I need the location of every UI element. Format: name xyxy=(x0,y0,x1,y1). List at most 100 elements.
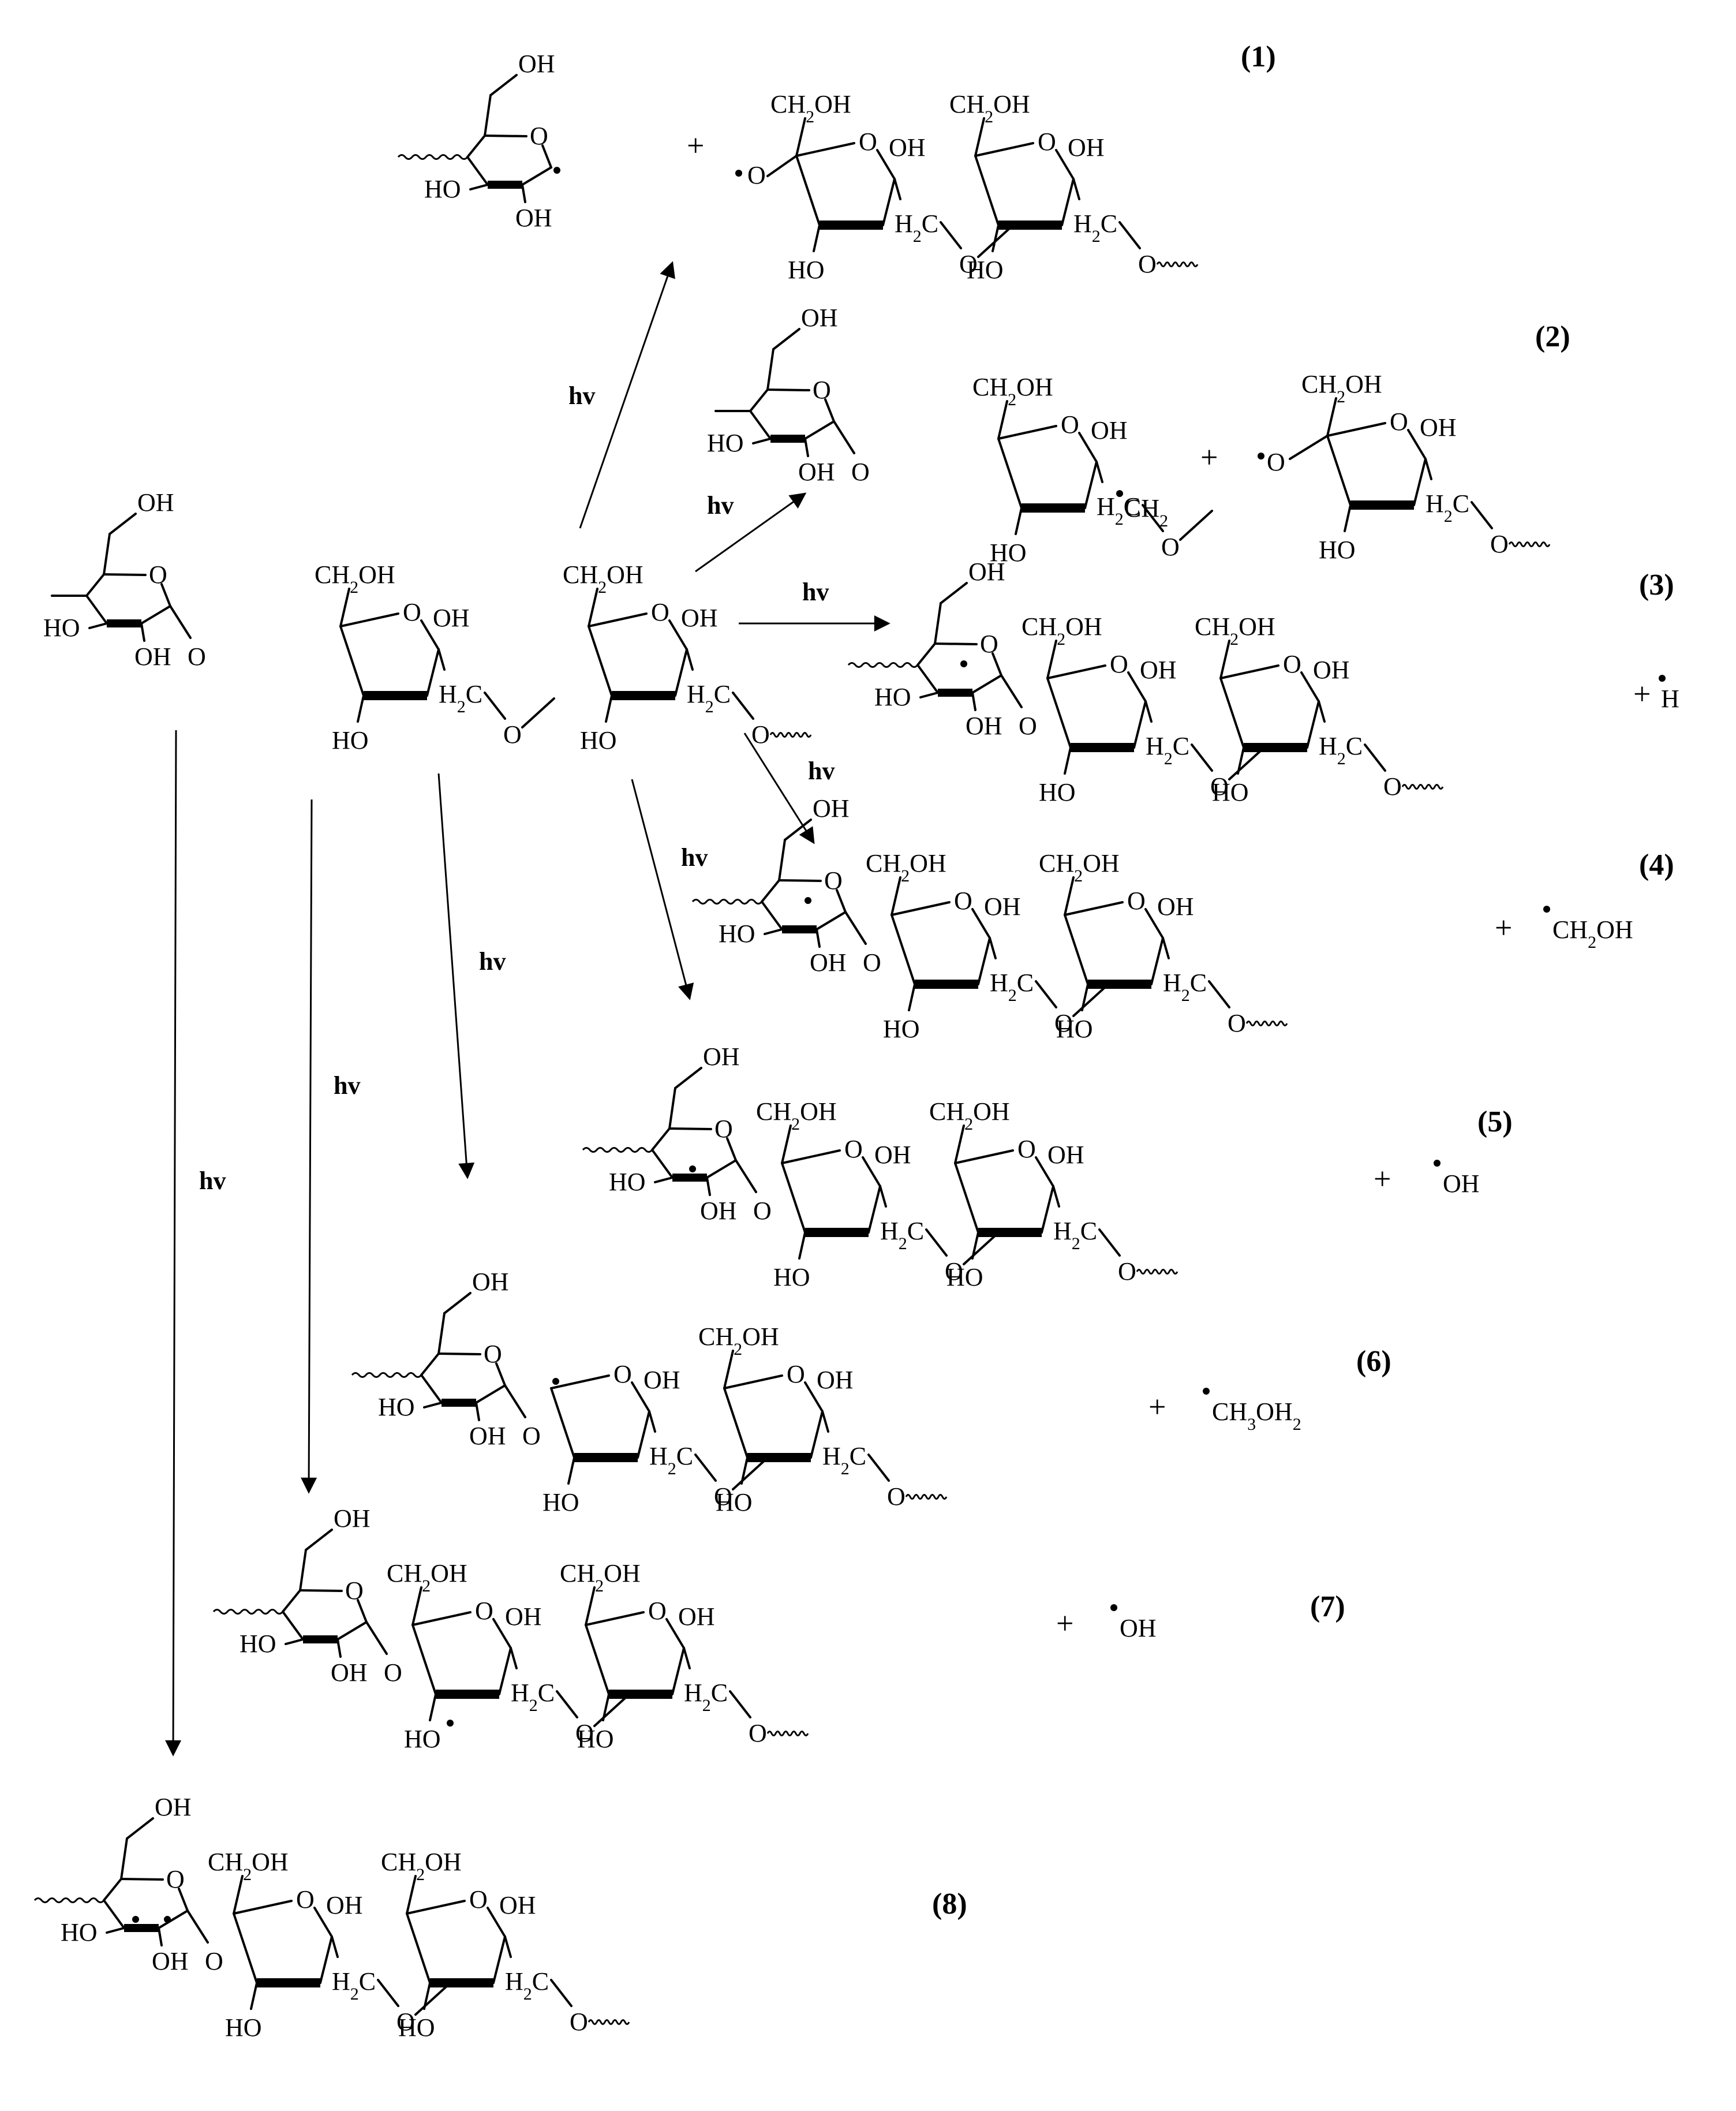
bond xyxy=(686,648,694,671)
bond xyxy=(954,1149,1014,1164)
hydroxyl-label: HO xyxy=(1212,778,1249,806)
bond xyxy=(411,1624,437,1695)
bond xyxy=(1471,501,1493,529)
linker-oxygen: O xyxy=(396,2008,415,2036)
bond xyxy=(233,1900,293,1915)
hydroxyl-label: OH xyxy=(966,712,1002,740)
hydroxyl-label: OH xyxy=(681,604,718,632)
ring-oxygen: O xyxy=(530,122,548,150)
hydroxyl-label: OH xyxy=(643,1366,680,1394)
bond xyxy=(1413,458,1427,506)
bond xyxy=(971,908,991,939)
bond xyxy=(729,1690,751,1718)
bond xyxy=(1035,980,1057,1008)
bond xyxy=(989,937,997,959)
hydroxyl-label: OH xyxy=(1068,133,1105,162)
reaction-arrow xyxy=(301,799,317,1494)
bond xyxy=(668,619,688,651)
bond xyxy=(475,1384,506,1404)
ch2oh-label: CH2OH xyxy=(387,1559,467,1596)
bond xyxy=(492,1936,506,1984)
radical-dot xyxy=(1659,675,1666,682)
bond xyxy=(1142,504,1164,532)
bold-bond xyxy=(978,1228,1042,1237)
ring-oxygen: O xyxy=(1127,887,1146,915)
bond xyxy=(706,1176,711,1196)
wavy-bond xyxy=(33,1897,105,1903)
bond xyxy=(498,1647,512,1695)
h2c-label: H2C xyxy=(1319,732,1363,768)
h2c-label: H2C xyxy=(332,1967,376,2004)
bond xyxy=(411,1586,422,1626)
hydroxyl-label: HO xyxy=(609,1168,646,1196)
bond xyxy=(541,144,552,169)
hydroxyl-label: OH xyxy=(1047,1141,1084,1169)
linker-oxygen: O xyxy=(749,1719,767,1747)
bond xyxy=(495,1362,506,1387)
bond xyxy=(761,879,780,903)
wavy-bond xyxy=(1136,1269,1178,1275)
h2c-label: H2C xyxy=(1053,1217,1097,1253)
bond xyxy=(585,1586,596,1626)
plus-sign: + xyxy=(1495,910,1512,945)
hv-label: hv xyxy=(334,1071,360,1100)
bond xyxy=(1064,914,1089,985)
byproduct-4: +CH2OH xyxy=(1495,906,1633,952)
bond xyxy=(1084,461,1098,509)
bond xyxy=(919,692,939,698)
radical-dot xyxy=(1116,490,1123,497)
bond xyxy=(974,117,985,157)
bond xyxy=(313,1907,333,1938)
hydroxyl-label: OH xyxy=(1157,892,1194,921)
bond xyxy=(1300,671,1320,703)
bold-bond xyxy=(938,689,972,697)
hv-label: hv xyxy=(808,757,835,785)
h2c-label: H2C xyxy=(684,1679,728,1715)
bond xyxy=(795,142,855,157)
product-number-label: (1) xyxy=(1241,40,1276,73)
bond xyxy=(674,648,688,697)
linker-oxygen: O xyxy=(1228,1009,1246,1037)
bond xyxy=(588,612,648,627)
product-number-label: (6) xyxy=(1356,1345,1391,1378)
bond xyxy=(1162,937,1170,959)
ch2oh-label: CH2OH xyxy=(770,90,851,126)
bond xyxy=(781,1162,806,1234)
hydroxyl-label: OH xyxy=(1140,656,1177,684)
bond xyxy=(567,1456,575,1485)
plus-sign: + xyxy=(1148,1389,1166,1424)
linker-oxygen: O xyxy=(1490,530,1509,558)
ring-oxygen: O xyxy=(1017,1135,1036,1163)
hydroxyl-label: OH xyxy=(505,1602,542,1631)
bold-bond xyxy=(430,1978,493,1987)
bond xyxy=(631,1381,650,1413)
hydroxyl-label: OH xyxy=(469,1422,506,1450)
bond xyxy=(1046,640,1057,679)
bond xyxy=(377,1979,399,2007)
h2c-label: H2C xyxy=(505,1967,549,2004)
bond xyxy=(588,588,598,627)
ch2oh-label: CH2OH xyxy=(929,1097,1010,1134)
ch2-radical: CH2 xyxy=(1124,494,1168,530)
bond xyxy=(813,224,821,252)
ring-oxygen: O xyxy=(345,1576,364,1605)
bond xyxy=(120,1878,164,1881)
hydroxyl-label: HO xyxy=(707,429,744,457)
linker-oxygen: O xyxy=(1383,772,1402,801)
hydroxyl-label: HO xyxy=(43,614,80,642)
bold-bond xyxy=(1350,500,1414,510)
bond xyxy=(158,1910,189,1929)
bond xyxy=(925,1228,948,1257)
bond xyxy=(120,1837,128,1880)
bond xyxy=(1144,908,1164,939)
ring-oxygen: O xyxy=(813,376,831,404)
bond xyxy=(1046,664,1106,679)
